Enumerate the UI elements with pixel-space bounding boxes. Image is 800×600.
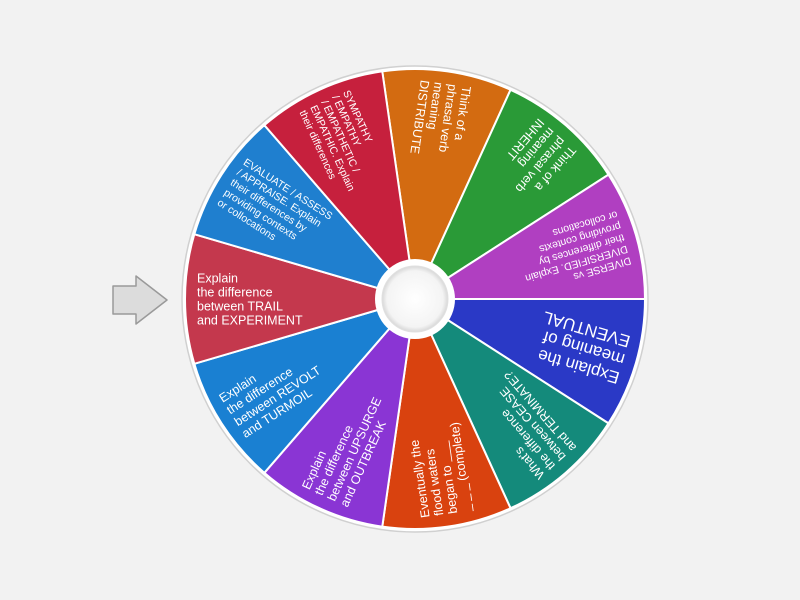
segment-label-line: Explain [197,271,238,285]
wheel-segment[interactable] [412,88,610,302]
segment-label-line: between TRAIL [197,299,283,313]
segment-label-line: and EXPERIMENT [197,313,303,327]
wheel-segment[interactable] [412,296,610,510]
segment-label-line: the difference [197,285,273,299]
wheel-segment[interactable] [262,295,417,528]
segment-label-line: meaning [425,81,446,131]
wheel-segment[interactable] [381,295,512,530]
wheel-segments: Think of aphrasal verbmeaningDISTRIBUTET… [184,68,647,530]
wheel-segment[interactable] [184,232,419,366]
wheel-segment[interactable] [193,297,418,475]
wheel-segment[interactable] [411,298,647,425]
wheel-hub-inner[interactable] [381,265,449,333]
wheel-segment[interactable] [193,123,418,301]
wheel-segment[interactable] [381,68,512,303]
wheel-segment[interactable] [262,70,417,303]
wheel-segment[interactable] [411,173,647,300]
